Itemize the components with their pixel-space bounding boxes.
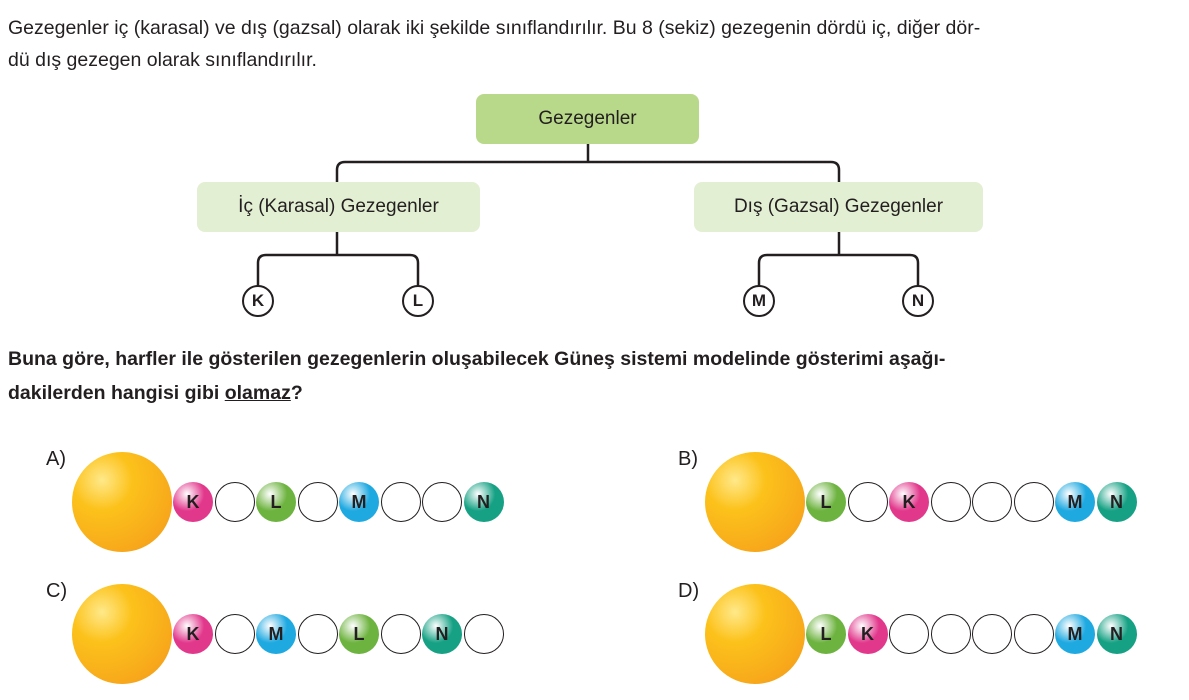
empty-orbit-slot bbox=[847, 482, 888, 522]
question-mark: ? bbox=[290, 382, 303, 404]
planet-m: M bbox=[1055, 614, 1095, 654]
empty-orbit-slot bbox=[297, 614, 338, 654]
empty-orbit-slot bbox=[380, 482, 421, 522]
group-branch bbox=[335, 160, 841, 182]
planet-k: K bbox=[173, 614, 213, 654]
question-text: Buna göre, harfler ile gösterilen gezege… bbox=[8, 342, 1183, 410]
planet-k: K bbox=[173, 482, 213, 522]
planet-n: N bbox=[1096, 482, 1137, 522]
empty-orbit-slot bbox=[380, 614, 421, 654]
planet-m-label: M bbox=[743, 285, 775, 317]
diagram-connectors bbox=[256, 144, 920, 286]
inner-branch bbox=[256, 253, 420, 286]
empty-orbit-slot bbox=[972, 482, 1012, 522]
question-line-2: dakilerden hangisi gibi bbox=[8, 382, 225, 404]
empty-orbit-slot bbox=[214, 482, 255, 522]
empty-orbit-slot bbox=[463, 614, 504, 654]
option-label: C) bbox=[46, 580, 68, 602]
empty-orbit-slot bbox=[422, 482, 462, 522]
planet-l-label: L bbox=[402, 285, 434, 317]
planet-k: K bbox=[889, 482, 929, 522]
empty-orbit-slot bbox=[1013, 482, 1054, 522]
sun bbox=[705, 452, 805, 552]
planet-m: M bbox=[1055, 482, 1095, 522]
planet-l: L bbox=[806, 614, 846, 654]
outer-branch bbox=[757, 253, 920, 286]
intro-paragraph: Gezegenler iç (karasal) ve dış (gazsal) … bbox=[8, 12, 1183, 76]
root-node: Gezegenler bbox=[476, 94, 699, 144]
empty-orbit-slot bbox=[297, 482, 338, 522]
option-label: D) bbox=[678, 580, 700, 602]
option-label: B) bbox=[678, 448, 698, 470]
intro-line-2: dü dış gezegen olarak sınıflandırılır. bbox=[8, 49, 317, 71]
planet-n: N bbox=[422, 614, 462, 654]
intro-line-1: Gezegenler iç (karasal) ve dış (gazsal) … bbox=[8, 17, 981, 39]
planet-k: K bbox=[847, 614, 888, 654]
planet-n: N bbox=[463, 482, 504, 522]
empty-orbit-slot bbox=[930, 482, 971, 522]
empty-orbit-slot bbox=[930, 614, 971, 654]
planet-n-label: N bbox=[902, 285, 934, 317]
planet-m: M bbox=[256, 614, 296, 654]
planet-l: L bbox=[806, 482, 846, 522]
sun bbox=[72, 452, 172, 552]
inner-planets-node: İç (Karasal) Gezegenler bbox=[197, 182, 480, 232]
sun bbox=[72, 584, 172, 684]
empty-orbit-slot bbox=[889, 614, 929, 654]
planet-l: L bbox=[339, 614, 379, 654]
question-emphasis: olamaz bbox=[224, 382, 291, 404]
planet-l: L bbox=[256, 482, 296, 522]
question-line-1: Buna göre, harfler ile gösterilen gezege… bbox=[8, 348, 946, 370]
planet-n: N bbox=[1096, 614, 1137, 654]
empty-orbit-slot bbox=[1013, 614, 1054, 654]
planet-m: M bbox=[339, 482, 379, 522]
sun bbox=[705, 584, 805, 684]
empty-orbit-slot bbox=[972, 614, 1012, 654]
empty-orbit-slot bbox=[214, 614, 255, 654]
option-label: A) bbox=[46, 448, 66, 470]
outer-planets-node: Dış (Gazsal) Gezegenler bbox=[694, 182, 983, 232]
planet-k-label: K bbox=[242, 285, 274, 317]
